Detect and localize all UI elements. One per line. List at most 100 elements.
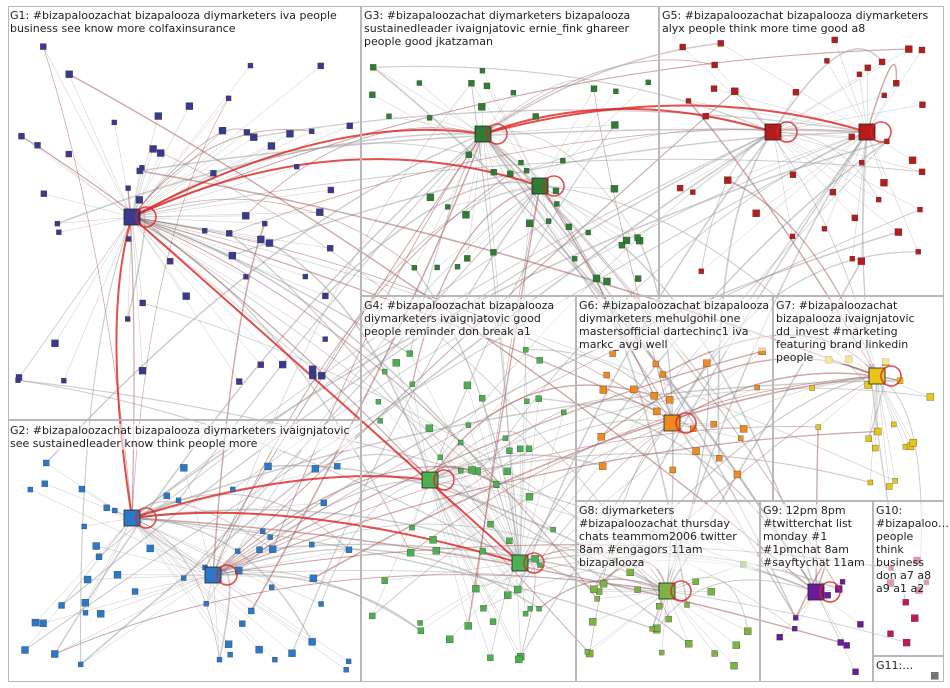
node — [489, 618, 497, 625]
group-box-g2 — [8, 420, 361, 682]
node — [454, 264, 461, 270]
edge — [372, 66, 817, 593]
node — [426, 193, 435, 202]
node — [458, 468, 464, 474]
edge — [539, 91, 617, 187]
node — [464, 622, 472, 630]
node — [560, 157, 566, 164]
node — [523, 347, 529, 353]
edge — [714, 64, 774, 133]
self-loop — [486, 123, 508, 145]
node — [878, 58, 886, 66]
node — [732, 641, 740, 649]
node — [202, 228, 208, 234]
node — [465, 151, 472, 158]
group-box-g11 — [873, 656, 944, 682]
edge — [228, 232, 521, 564]
node — [479, 68, 486, 74]
node — [406, 350, 413, 357]
edge — [131, 466, 338, 519]
edge — [63, 216, 133, 381]
node — [590, 85, 598, 92]
edge — [131, 216, 143, 371]
edge — [482, 79, 595, 135]
node — [386, 113, 392, 119]
node — [829, 188, 837, 196]
edge — [131, 517, 276, 660]
edge — [61, 517, 133, 606]
self-loop — [433, 469, 455, 491]
edge — [80, 574, 214, 665]
group-box-g10 — [873, 501, 944, 656]
node — [429, 536, 437, 544]
edge — [429, 431, 530, 481]
node — [286, 130, 294, 138]
node — [58, 602, 65, 609]
node — [585, 229, 591, 236]
node — [554, 201, 560, 207]
node — [316, 208, 324, 216]
node — [502, 435, 509, 441]
node — [103, 504, 110, 511]
edge — [419, 562, 521, 624]
node — [537, 562, 543, 568]
node — [210, 170, 217, 177]
edge — [525, 349, 673, 424]
self-loop — [135, 206, 157, 228]
edge — [539, 185, 655, 396]
node — [95, 553, 103, 560]
edge — [21, 135, 431, 481]
strong-edge — [482, 104, 868, 135]
node — [182, 292, 190, 300]
self-loop — [670, 580, 692, 602]
node — [437, 454, 444, 460]
node — [685, 98, 692, 104]
edge — [232, 131, 868, 490]
group-label-g9: G9: 12pm 8pm #twitterchat list monday #1… — [763, 504, 871, 569]
node — [27, 486, 33, 493]
edge — [131, 517, 243, 624]
node — [425, 424, 434, 432]
edge — [131, 517, 293, 654]
node — [831, 36, 838, 44]
node — [224, 640, 233, 648]
edge — [131, 517, 229, 645]
edge — [324, 181, 541, 297]
node — [634, 586, 641, 593]
edge — [875, 375, 878, 449]
edge — [81, 488, 214, 576]
node — [793, 615, 799, 621]
node — [163, 492, 170, 500]
node — [445, 635, 454, 643]
node — [908, 156, 917, 164]
edge — [131, 517, 657, 631]
edge — [772, 131, 923, 173]
node — [236, 378, 243, 385]
node — [322, 336, 328, 342]
edge — [212, 573, 422, 632]
edge — [772, 95, 885, 133]
strong-edge — [115, 216, 133, 519]
node — [180, 575, 187, 581]
edge — [482, 70, 541, 187]
node — [881, 92, 887, 99]
edge — [589, 422, 673, 654]
group-label-g10: G10: #bizapaloo… people think business d… — [876, 504, 950, 595]
edge — [866, 131, 919, 252]
edge — [866, 131, 885, 183]
node — [809, 385, 815, 391]
node — [234, 548, 241, 554]
node — [590, 585, 598, 593]
node — [278, 360, 287, 369]
node — [41, 480, 48, 487]
node — [522, 611, 529, 617]
edge — [661, 590, 668, 653]
node — [618, 242, 626, 249]
group-box-g6 — [576, 296, 773, 501]
group-label-g3: G3: #bizapaloozachat diymarketers bizapa… — [364, 9, 656, 48]
edge — [131, 148, 154, 218]
edge — [131, 129, 224, 218]
node — [902, 638, 911, 647]
node — [754, 384, 760, 391]
node — [377, 418, 383, 424]
